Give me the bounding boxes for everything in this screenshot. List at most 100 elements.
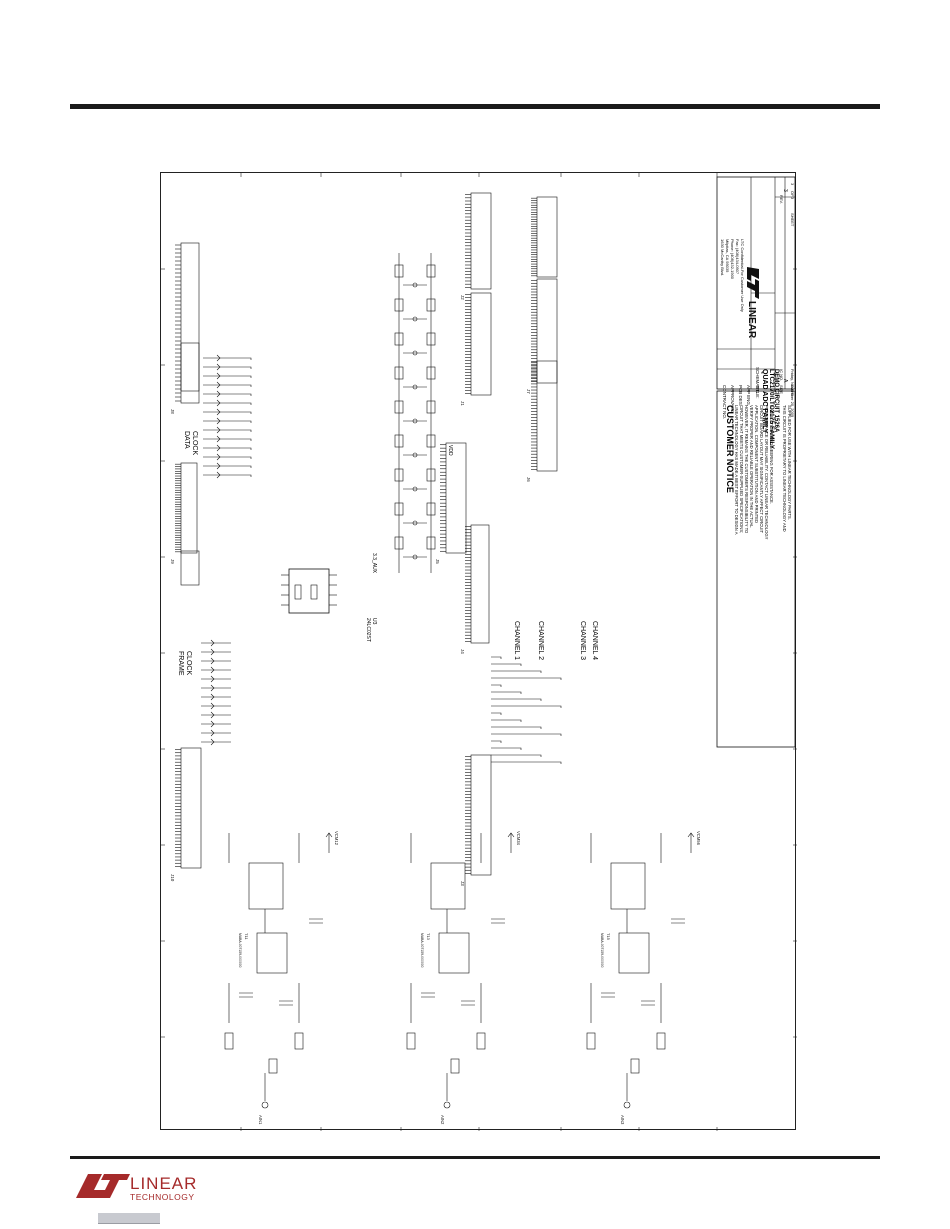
- resistor: [294, 1032, 304, 1050]
- data-clock-label: CLOCK: [191, 431, 198, 455]
- title-block: CONTRACT NO. APPROVALS PCB DES. APP ENG.…: [716, 176, 796, 450]
- resistor: [426, 366, 436, 380]
- flag-icon: [216, 390, 221, 398]
- title-line-3: DEMO CIRCUIT 1526A: [773, 369, 779, 433]
- app-eng-label: APP ENG.: [746, 385, 751, 406]
- date-value: Friday, November 20, 2009: [790, 369, 795, 418]
- flag-icon: [210, 684, 215, 692]
- connector-j3: J3: [460, 754, 492, 886]
- customer-notice-line: APPLICATION. COMPONENT SUBSTITUTION AND …: [754, 405, 759, 523]
- svg-text:J8: J8: [170, 409, 175, 414]
- flag-icon: [216, 363, 221, 371]
- flag-icon: [216, 399, 221, 407]
- approvals-label: APPROVALS: [730, 385, 735, 412]
- customer-notice-text: LINEAR TECHNOLOGY HAS MADE A BEST EFFORT…: [734, 405, 774, 540]
- resistor: [426, 400, 436, 414]
- flag-icon: [216, 408, 221, 416]
- customer-notice-footer-line: SUPPLIED FOR USE WITH LINEAR TECHNOLOGY …: [787, 405, 792, 520]
- title-line-1: QUAD ADC FAMILY: [761, 369, 768, 434]
- footer-link-bar[interactable]: [98, 1213, 160, 1224]
- of-value: 3: [790, 183, 795, 186]
- flag-icon: [210, 720, 215, 728]
- bnc-connector-icon: [443, 1101, 451, 1109]
- resistor: [426, 434, 436, 448]
- customer-notice-box: [716, 390, 796, 748]
- flag-icon: [216, 372, 221, 380]
- linear-technology-logo: LINEAR TECHNOLOGY: [72, 1170, 202, 1211]
- svg-text:J4: J4: [460, 649, 465, 654]
- bnc-connector-icon: [261, 1101, 269, 1109]
- svg-text:J3: J3: [460, 881, 465, 886]
- channel-output-flags: [491, 656, 562, 764]
- flag-icon: [210, 648, 215, 656]
- svg-text:T13: T13: [426, 933, 431, 941]
- svg-text:T15: T15: [606, 933, 611, 941]
- title-line-2: LTC2170/LTC2175 FAMILY: [768, 369, 775, 450]
- transformer: [618, 932, 650, 974]
- customer-notice-footer-line: THIS CIRCUIT IS PROPRIETARY TO LINEAR TE…: [782, 405, 787, 532]
- resistor: [426, 332, 436, 346]
- connector-j4: J4: [460, 524, 490, 654]
- customer-notice-line: CIRCUIT BOARD LAYOUT MAY SIGNIFICANTLY A…: [759, 405, 764, 533]
- company-line: 1630 McCarthy Blvd.: [720, 239, 725, 276]
- contract-no-label: CONTRACT NO.: [722, 385, 727, 419]
- flag-icon: [210, 639, 215, 647]
- flag-icon: [216, 417, 221, 425]
- channel-4-label: CHANNEL 4: [591, 621, 598, 660]
- resistor: [426, 468, 436, 482]
- resistor: [630, 1058, 640, 1074]
- customer-notice-line: LINEAR TECHNOLOGY HAS MADE A BEST EFFORT…: [734, 405, 739, 535]
- resistor: [394, 536, 404, 550]
- flag-icon: [216, 453, 221, 461]
- ic-no-label: IC NO.: [779, 369, 784, 381]
- eeprom-u3: [288, 568, 330, 614]
- resistor: [394, 468, 404, 482]
- bottom-rule: [70, 1156, 880, 1159]
- resistor: [450, 1058, 460, 1074]
- flag-icon: [210, 711, 215, 719]
- flag-icon: [210, 657, 215, 665]
- transformer: [248, 862, 284, 910]
- vcm-flag-icon: [325, 832, 333, 853]
- resistor: [426, 502, 436, 516]
- resistor: [426, 264, 436, 278]
- svg-text:AIN2: AIN2: [440, 1115, 445, 1125]
- lt-logo-mark-t: [101, 1174, 130, 1198]
- channel-2-label: CHANNEL 2: [537, 621, 544, 660]
- aux-power-label: 3.3_AUX: [371, 553, 377, 574]
- company-line: Phone: (408)432-1900: [730, 239, 735, 280]
- customer-notice-heading: CUSTOMER NOTICE: [725, 405, 735, 493]
- company-line: LTC Confidential-For Customer Use Only: [740, 239, 745, 312]
- data-signal-flags: [203, 354, 252, 479]
- capacitor: [671, 918, 685, 924]
- svg-text:VCM12: VCM12: [334, 831, 339, 846]
- capacitor: [279, 1000, 293, 1006]
- customer-notice-line: VERIFY PROPER AND RELIABLE OPERATION IN …: [749, 405, 754, 528]
- size-label: SIZE: [779, 385, 784, 394]
- svg-text:MABA-007159-000000: MABA-007159-000000: [420, 933, 424, 968]
- connector-j8: J8: [170, 242, 200, 414]
- vdd-label: VDD: [447, 445, 453, 456]
- resistor: [394, 502, 404, 516]
- channel-3-label: CHANNEL 3: [579, 621, 586, 660]
- connector-j2: J2: [460, 192, 492, 300]
- customer-notice-line: PERFORMANCE OR RELIABILITY. CONTACT LINE…: [764, 405, 769, 540]
- eeprom-pins: [281, 574, 337, 606]
- address-resistor-ladder: [394, 253, 436, 573]
- sheet-value: 3: [790, 197, 795, 200]
- resistor: [656, 1032, 666, 1050]
- vcm-flag-icon: [687, 832, 695, 853]
- resistor: [426, 298, 436, 312]
- flag-icon: [216, 426, 221, 434]
- company-line: Milpitas, CA 95035: [725, 239, 730, 273]
- capacitor: [239, 992, 253, 998]
- flag-icon: [216, 354, 221, 362]
- transformer: [438, 932, 470, 974]
- svg-text:AIN3: AIN3: [620, 1115, 625, 1125]
- svg-text:LINEAR: LINEAR: [746, 301, 757, 339]
- transformer: [256, 932, 288, 974]
- resistor: [394, 400, 404, 414]
- connector-j9: J9: [170, 462, 198, 564]
- svg-text:J9: J9: [170, 559, 175, 564]
